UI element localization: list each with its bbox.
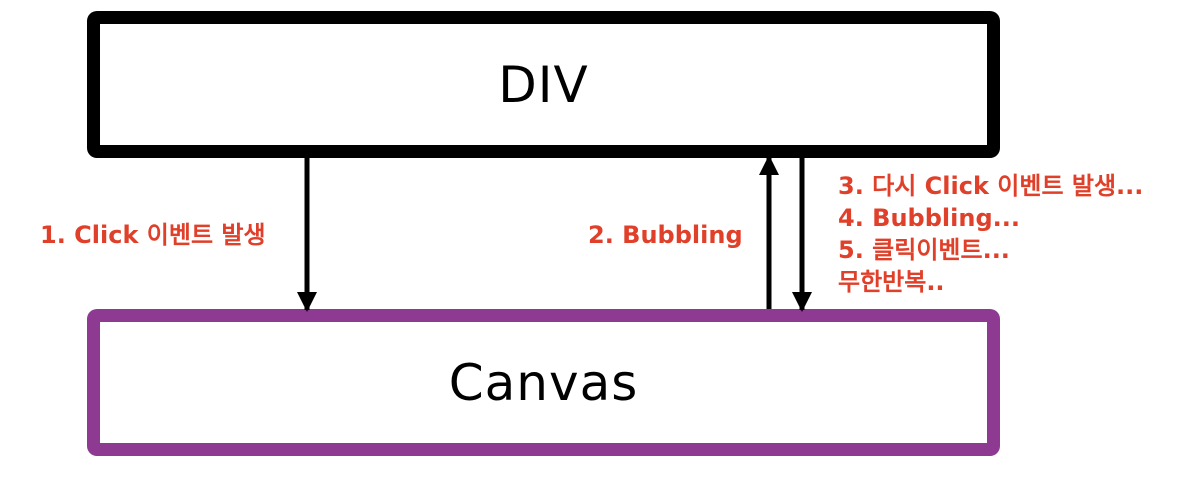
loop-note-line-3: 5. 클릭이벤트...	[838, 236, 1010, 264]
canvas-box-label: Canvas	[448, 353, 639, 412]
loop-note-line-4: 무한반복..	[838, 268, 945, 296]
loop-note-line-1: 3. 다시 Click 이벤트 발생...	[838, 172, 1144, 200]
div-box: DIV	[87, 11, 1000, 158]
infinite-loop-notes: 3. 다시 Click 이벤트 발생... 4. Bubbling... 5. …	[838, 170, 1143, 298]
bubbling-note: 2. Bubbling	[588, 221, 743, 249]
loop-note-line-2: 4. Bubbling...	[838, 204, 1020, 232]
click-event-note: 1. Click 이벤트 발생	[40, 221, 266, 249]
div-box-label: DIV	[498, 55, 589, 114]
canvas-box: Canvas	[87, 309, 1000, 456]
